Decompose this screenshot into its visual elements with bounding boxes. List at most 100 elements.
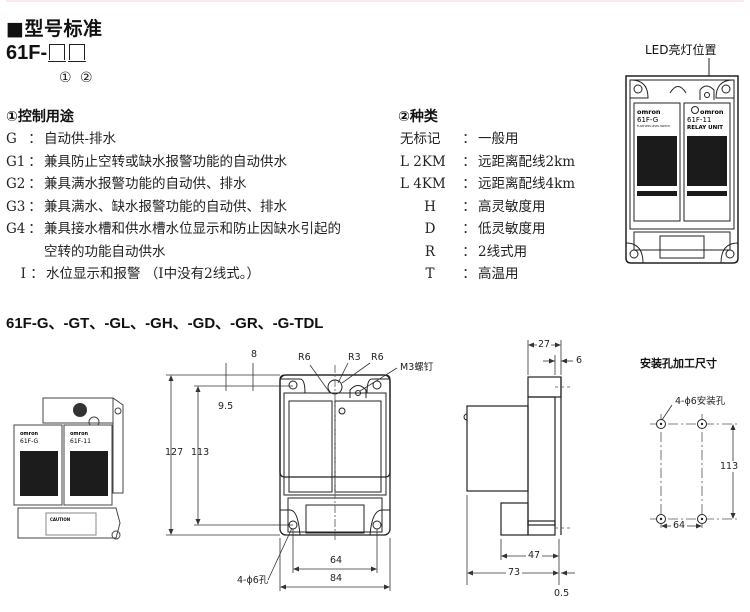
usage-code: G4	[6, 221, 26, 237]
list-item: I：水位显示和报警 （I中没有2线式。）	[6, 263, 341, 286]
mount-hole-icon	[372, 520, 382, 530]
front-product-drawing: omron 61F-G FLOATLESS LEVEL SWITCH omron…	[625, 58, 739, 264]
label-holes: 4-ϕ6孔	[237, 575, 269, 586]
dim-depth-total: 73	[506, 567, 523, 578]
usage-code: G	[6, 131, 17, 147]
usage-desc: 空转的功能自动供水	[44, 243, 166, 260]
usage-title: ①控制用途	[6, 109, 74, 125]
label-r6-right: R6	[371, 352, 384, 363]
usage-desc: 自动供-排水	[44, 131, 117, 147]
list-item: D：低灵敏度用	[400, 218, 575, 241]
mount-hole-icon	[372, 380, 382, 390]
mount-hole-icon	[725, 249, 735, 259]
type-code: H	[424, 198, 436, 215]
product-photo: omron 61F-G omron 61F-11 CAUTION	[13, 397, 124, 540]
left-unit-brand: omron	[637, 108, 661, 116]
types-list: 无标记：一般用 L 2KM：远距离配线2km L 4KM：远距离配线4km H：…	[400, 128, 575, 286]
mounting-width: 64	[671, 520, 688, 531]
mount-hole-icon	[629, 249, 639, 259]
dim-flange: 6	[576, 355, 583, 366]
right-unit-brand: omron	[700, 108, 724, 116]
section-title: ■型号标准	[6, 18, 103, 40]
type-code: D	[424, 221, 436, 237]
usage-desc: 兼具满水、缺水报警功能的自动供、排水	[44, 198, 287, 215]
right-unit-model: 61F-11	[687, 116, 711, 124]
list-item: 无标记：一般用	[400, 128, 575, 151]
photo-left-model: 61F-G	[20, 438, 38, 445]
model-slot-2	[68, 44, 87, 62]
list-item: G2：兼具满水报警功能的自动供、排水	[6, 173, 341, 196]
usage-desc: 兼具接水槽和供水槽水位显示和防止因缺水引起的	[44, 221, 341, 237]
usage-code: G3	[6, 198, 26, 215]
type-code: T	[425, 266, 435, 282]
mounting-title: 安装孔加工尺寸	[640, 357, 717, 370]
left-unit-sub: FLOATLESS LEVEL SWITCH	[637, 124, 670, 128]
usage-desc: 兼具防止空转或缺水报警功能的自动供水	[44, 153, 287, 170]
slot-marker-2: ②	[80, 70, 93, 86]
dim-depth-top: 27	[537, 339, 552, 350]
list-item: T：高温用	[400, 263, 575, 286]
mounting-holes-label: 4-ϕ6安装孔	[675, 396, 726, 407]
usage-code: G2	[6, 176, 26, 192]
mounting-height: 113	[720, 461, 739, 472]
types-title: ②种类	[398, 109, 438, 125]
dim-height-holes: 113	[191, 447, 210, 458]
list-item: G4：兼具接水槽和供水槽水位显示和防止因缺水引起的	[6, 218, 341, 241]
list-item: H：高灵敏度用	[400, 196, 575, 219]
led-indicator-icon	[691, 106, 699, 114]
model-code: 61F-	[6, 42, 87, 65]
dim-depth-bottom: 47	[526, 550, 543, 561]
series-title: 61F-G、-GT、-GL、-GH、-GD、-GR、-G-TDL	[6, 315, 324, 332]
mount-hole-icon	[288, 380, 298, 390]
type-desc: 高灵敏度用	[478, 198, 546, 215]
slot-marker-1: ①	[59, 70, 72, 86]
model-prefix: 61F-	[6, 42, 48, 64]
usage-code: G1	[6, 153, 26, 170]
label-m3-screw: M3螺钉	[400, 362, 434, 373]
type-desc: 低灵敏度用	[478, 221, 546, 237]
screw-icon	[355, 390, 361, 396]
photo-right-brand: omron	[70, 431, 89, 437]
label-r6-left: R6	[298, 352, 311, 363]
type-desc: 远距离配线2km	[478, 153, 576, 170]
type-code: L 4KM	[400, 176, 446, 192]
photo-left-brand: omron	[20, 431, 39, 437]
usage-list: G：自动供-排水 G1：兼具防止空转或缺水报警功能的自动供水 G2：兼具满水报警…	[6, 128, 341, 286]
label-r3: R3	[348, 352, 361, 363]
type-desc: 高温用	[478, 266, 519, 282]
right-unit-sub: RELAY UNIT	[687, 125, 723, 131]
dim-height-total: 127	[165, 447, 184, 458]
usage-desc: 水位显示和报警 （I中没有2线式。）	[46, 266, 260, 282]
photo-right-model: 61F-11	[70, 438, 91, 445]
left-unit-model: 61F-G	[637, 116, 658, 124]
type-desc: 远距离配线4km	[478, 176, 576, 192]
photo-caution: CAUTION	[50, 517, 70, 522]
mount-hole-icon	[721, 84, 731, 94]
list-item: 空转的功能自动供水	[6, 241, 341, 264]
list-item: R：2线式用	[400, 241, 575, 264]
dim-gap: 0.5	[554, 588, 570, 599]
list-item: G：自动供-排水	[6, 128, 341, 151]
usage-desc: 兼具满水报警功能的自动供、排水	[44, 176, 247, 192]
list-item: G3：兼具满水、缺水报警功能的自动供、排水	[6, 196, 341, 219]
dim-width-holes: 64	[328, 555, 345, 566]
type-desc: 一般用	[478, 131, 519, 147]
mount-hole-icon	[633, 84, 643, 94]
type-code: 无标记	[400, 131, 441, 147]
led-position-label: LED亮灯位置	[645, 43, 717, 57]
screw-icon	[704, 92, 710, 98]
type-code: L 2KM	[400, 153, 446, 170]
list-item: L 4KM：远距离配线4km	[400, 173, 575, 196]
front-dimension-drawing	[166, 362, 398, 591]
side-dimension-drawing	[463, 340, 575, 585]
list-item: G1：兼具防止空转或缺水报警功能的自动供水	[6, 151, 341, 174]
model-slot-1	[48, 44, 67, 62]
top-accent-band	[6, 0, 744, 2]
usage-code: I	[20, 266, 26, 282]
type-desc: 2线式用	[478, 243, 528, 260]
type-code: R	[424, 243, 436, 260]
dim-top-offset-8: 8	[251, 349, 258, 360]
list-item: L 2KM：远距离配线2km	[400, 151, 575, 174]
dim-width-total: 84	[328, 573, 345, 584]
dim-top-offset-9-5: 9.5	[218, 401, 234, 412]
